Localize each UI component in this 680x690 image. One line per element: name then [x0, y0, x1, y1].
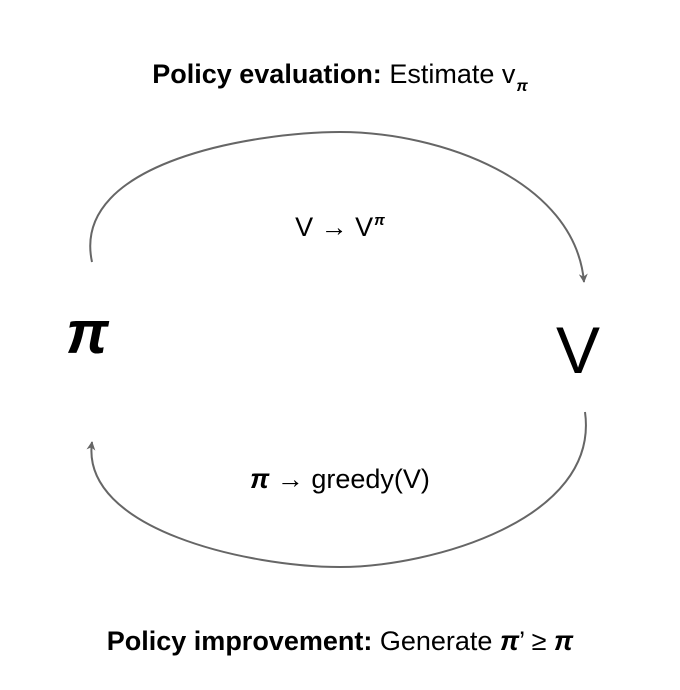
improvement-arrow-label: π → greedy(V) — [0, 462, 680, 496]
improvement-label-pi: π — [250, 464, 270, 494]
policy-improvement-pi2: π — [554, 626, 574, 656]
policy-improvement-pi: π — [499, 626, 520, 656]
value-node-v: V — [556, 313, 601, 387]
policy-evaluation-subscript: π — [516, 78, 528, 95]
policy-improvement-text: Generate — [379, 626, 500, 656]
improvement-arc-arrow — [86, 411, 587, 569]
policy-improvement-bold: Policy improvement: — [106, 626, 373, 656]
evaluation-arrow-label: V → Vπ — [0, 210, 680, 249]
evaluation-arc-arrow — [89, 130, 588, 283]
evaluation-label-superscript: π — [374, 212, 385, 229]
policy-node-pi: π — [66, 299, 109, 366]
improvement-label-text: → greedy(V) — [269, 464, 430, 494]
policy-improvement-heading: Policy improvement: Generate π’ ≥ π — [0, 624, 680, 658]
policy-evaluation-heading: Policy evaluation: Estimate vπ — [0, 58, 680, 95]
policy-evaluation-text: Estimate v — [389, 59, 516, 89]
evaluation-label-text: V → V — [295, 212, 374, 242]
policy-evaluation-bold: Policy evaluation: — [152, 59, 382, 89]
policy-improvement-rest: ’ ≥ — [519, 626, 554, 656]
